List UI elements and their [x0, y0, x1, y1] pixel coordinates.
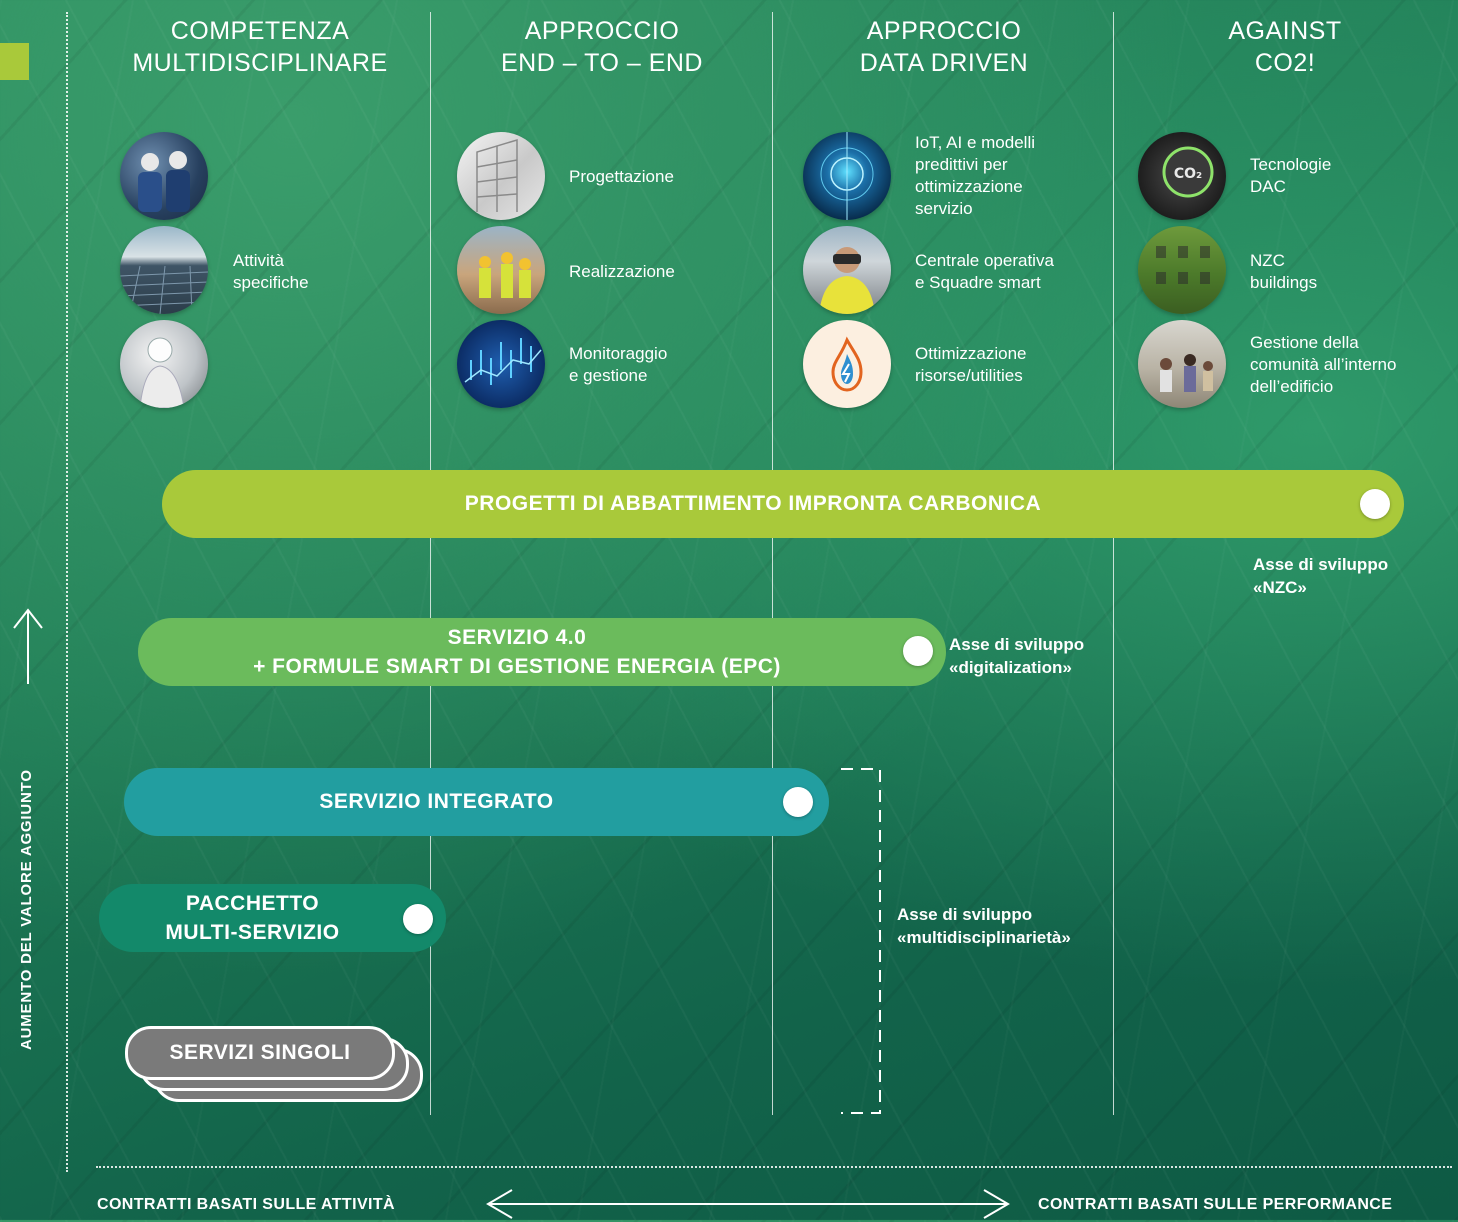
photo-workers-circle	[120, 132, 208, 220]
photo-building-design-circle	[457, 132, 545, 220]
pill-progetti-carbonica: PROGETTI DI ABBATTIMENTO IMPRONTA CARBON…	[162, 470, 1404, 538]
pill-servizio-40: SERVIZIO 4.0 + FORMULE SMART DI GESTIONE…	[138, 618, 946, 686]
horizontal-dotted-axis	[96, 1166, 1452, 1168]
photo-protective-suit-circle	[120, 320, 208, 408]
axis-label-digitalization: Asse di sviluppo«digitalization»	[949, 635, 1085, 677]
accent-square	[0, 43, 29, 80]
axis-label-multidisciplinarieta: Asse di sviluppo«multidisciplinarietà»	[897, 905, 1071, 947]
item-progettazione: Progettazione	[569, 167, 674, 186]
item-realizzazione: Realizzazione	[569, 262, 675, 281]
bottom-label-attivita: CONTRATTI BASATI SULLE ATTIVITÀ	[97, 1196, 396, 1213]
node-dot-nzc	[1360, 489, 1390, 519]
utilities-icon	[803, 320, 891, 408]
node-dot-digitalization	[903, 636, 933, 666]
column-divider-2	[772, 12, 773, 1115]
co2-badge: CO₂	[1174, 166, 1202, 182]
pill-servizi-singoli: SERVIZI SINGOLI	[125, 1026, 395, 1080]
photo-co2-button-circle: CO₂	[1138, 132, 1226, 220]
node-dot-pacchetto	[403, 904, 433, 934]
photo-monitoring-chart-circle	[457, 320, 545, 408]
bracket-multidisciplinarieta	[841, 768, 881, 1114]
photo-construction-circle	[457, 226, 545, 314]
pill-pacchetto-multiservizio: PACCHETTO MULTI-SERVIZIO	[99, 884, 446, 952]
photo-community-circle	[1138, 320, 1226, 408]
bottom-label-performance: CONTRATTI BASATI SULLE PERFORMANCE	[1038, 1196, 1393, 1213]
column-divider-3	[1113, 12, 1114, 1115]
photo-ai-brain-circle	[803, 132, 891, 220]
vertical-axis-label: AUMENTO DEL VALORE AGGIUNTO	[18, 769, 35, 1050]
arrow-up-icon	[13, 608, 43, 684]
double-arrow-icon	[486, 1189, 1010, 1219]
axis-label-nzc: Asse di sviluppo«NZC»	[1253, 555, 1389, 597]
column-divider-1	[430, 12, 431, 1115]
vertical-dotted-axis	[66, 12, 68, 1172]
photo-green-building-circle	[1138, 226, 1226, 314]
node-dot-integrato	[783, 787, 813, 817]
photo-solar-panels-circle	[120, 226, 208, 314]
photo-vr-operator-circle	[803, 226, 891, 314]
pill-servizio-integrato: SERVIZIO INTEGRATO	[124, 768, 829, 836]
